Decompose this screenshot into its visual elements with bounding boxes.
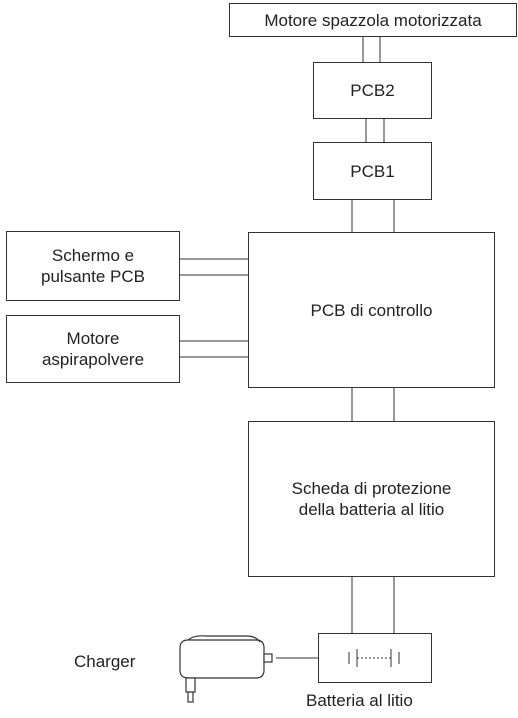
block-vacuum-motor-line1: Motore — [66, 329, 120, 348]
block-brush-motor: Motore spazzola motorizzata — [229, 3, 517, 37]
block-screen-button-pcb: Schermo e pulsante PCB — [6, 231, 180, 301]
block-brush-motor-label: Motore spazzola motorizzata — [264, 10, 482, 30]
block-pcb2: PCB2 — [313, 62, 432, 119]
block-control-pcb: PCB di controllo — [248, 232, 495, 388]
block-pcb1: PCB1 — [313, 142, 432, 200]
block-vacuum-motor-line2: aspirapolvere — [41, 350, 145, 369]
block-battery-protection-line2: della batteria al litio — [298, 500, 445, 519]
battery-icon — [348, 649, 400, 667]
battery-pack — [318, 633, 432, 683]
block-vacuum-motor: Motore aspirapolvere — [6, 315, 180, 383]
block-pcb1-label: PCB1 — [350, 161, 395, 181]
block-screen-button-pcb-line2: pulsante PCB — [41, 267, 145, 286]
block-screen-button-pcb-line1: Schermo e — [51, 246, 135, 265]
block-pcb2-label: PCB2 — [350, 81, 395, 100]
charger-label: Charger — [74, 652, 136, 671]
battery-label: Batteria al litio — [306, 691, 413, 710]
block-battery-protection: Scheda di protezione della batteria al l… — [248, 421, 495, 577]
power-adapter-icon — [179, 635, 273, 703]
block-control-pcb-label: PCB di controllo — [310, 300, 433, 320]
block-battery-protection-line1: Scheda di protezione — [291, 479, 452, 498]
